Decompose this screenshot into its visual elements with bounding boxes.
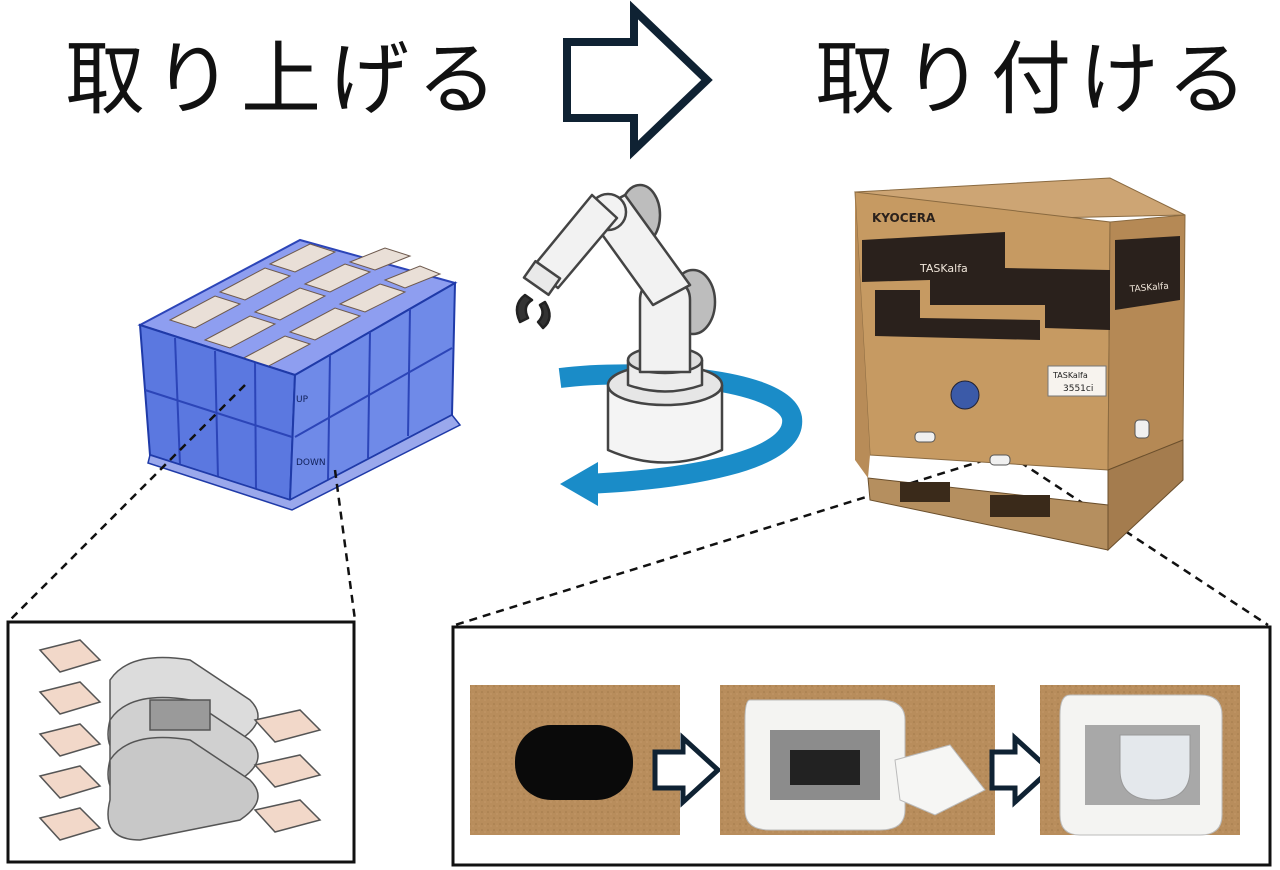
step-photo-clip-installed	[1040, 685, 1240, 836]
step-arrow-icon-1	[652, 732, 722, 808]
taskalfa-side-label: TASKalfa	[1128, 282, 1169, 295]
step-photo-empty-hole	[470, 685, 680, 835]
step-arrow-icon-2	[989, 732, 1054, 808]
crate-parts	[168, 243, 442, 369]
model-label-line2: 3551ci	[1063, 384, 1093, 394]
parts-closeup-frame	[6, 620, 356, 864]
zoom-leader-lines	[9, 384, 1269, 627]
stacked-parts-drawing	[38, 639, 322, 841]
parts-crate: UP DOWN	[137, 238, 462, 511]
crate-down-label: DOWN	[296, 458, 326, 468]
model-label-line1: TASKalfa	[1052, 371, 1088, 380]
big-right-arrow-icon	[563, 0, 713, 160]
printer-box-on-pallet: KYOCERA TASKalfa TASKalfa TASKalfa 3551c…	[854, 177, 1186, 552]
robot-arm-illustration	[515, 183, 803, 506]
crate-up-label: UP	[296, 395, 309, 405]
attachment-steps-frame	[451, 625, 1272, 867]
taskalfa-front-label: TASKalfa	[919, 262, 968, 275]
attach-title: 取り付ける	[815, 33, 1255, 126]
kyocera-brand-label: KYOCERA	[872, 211, 936, 225]
pick-up-title: 取り上げる	[65, 33, 505, 126]
step-photo-clip-inserting	[720, 685, 995, 835]
